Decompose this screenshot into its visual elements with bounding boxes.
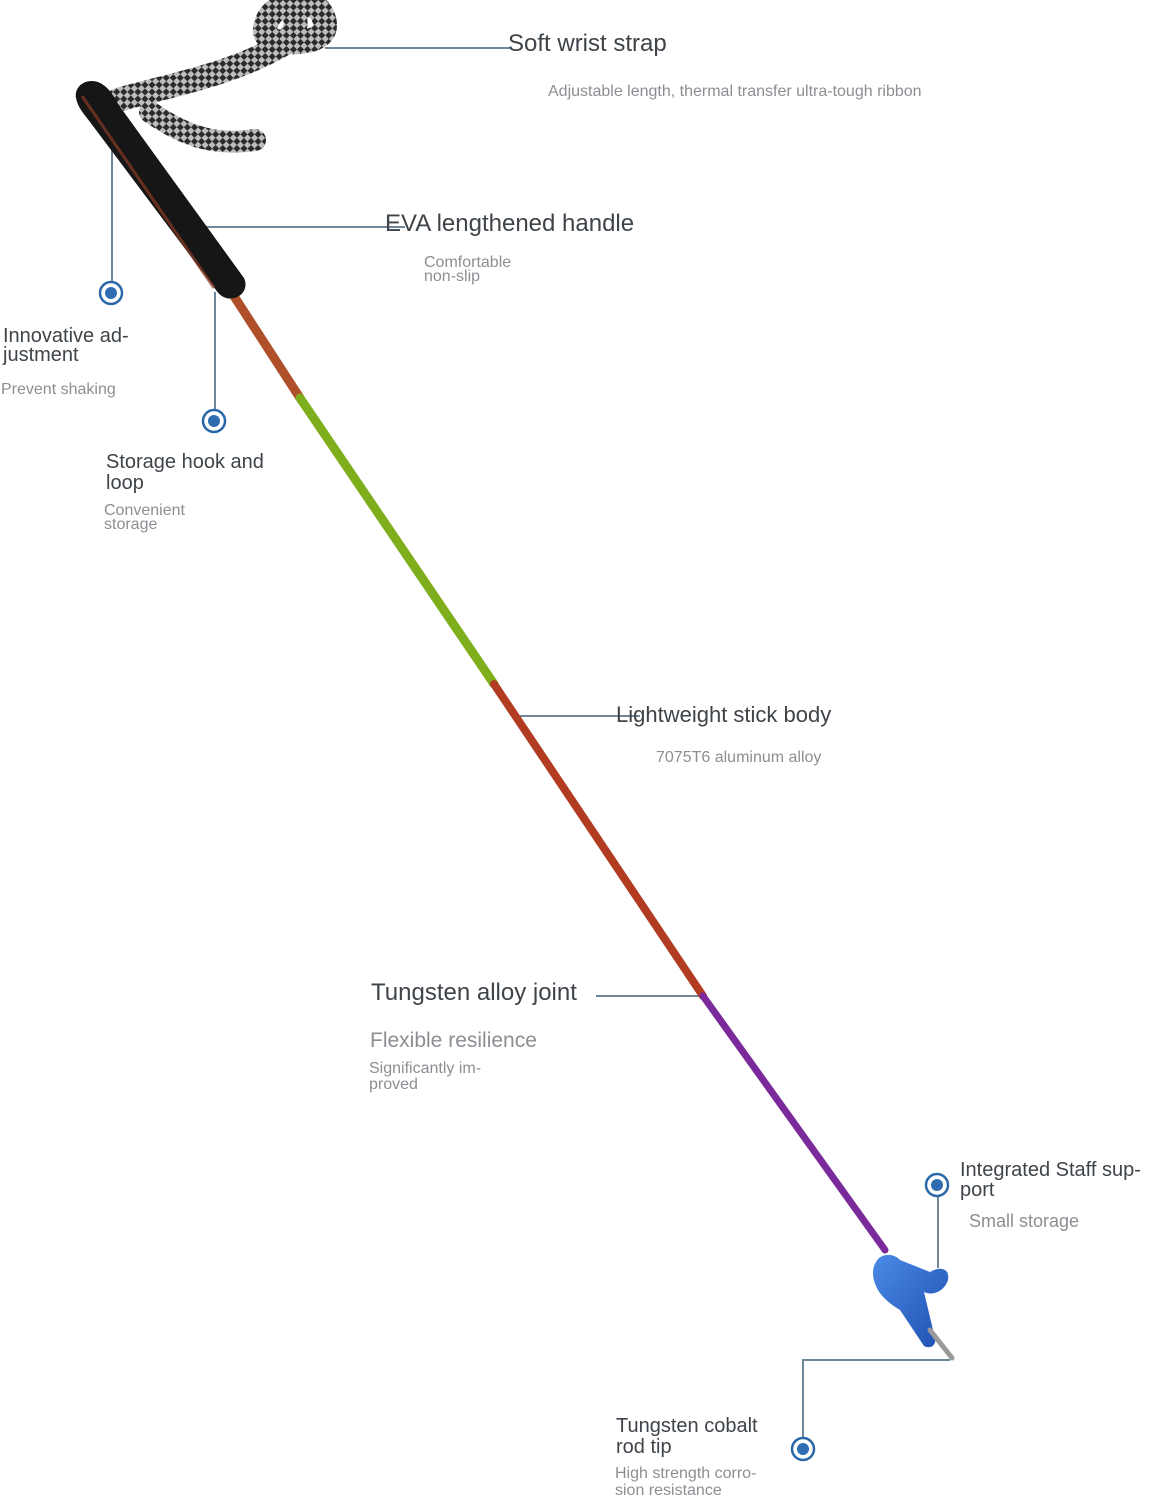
marker-staff-support [924, 1172, 950, 1198]
storage-hook-title-line2: loop [106, 472, 144, 494]
storage-hook-title-line1: Storage hook and [106, 451, 264, 473]
adjustment-title-line2: justment [3, 344, 79, 366]
wrist-strap-desc: Adjustable length, thermal transfer ultr… [548, 83, 922, 100]
stick-body-title: Lightweight stick body [616, 702, 832, 727]
storage-hook-desc-line1: Convenient [104, 502, 185, 519]
wrist-strap-title: Soft wrist strap [508, 30, 667, 57]
adjustment-title-line1: Innovative ad- [3, 325, 129, 347]
shaft-purple-segment [699, 992, 889, 1254]
pole-shaft [225, 285, 889, 1254]
stick-body-desc: 7075T6 aluminum alloy [656, 749, 822, 766]
handle-desc-line1: Comfortable [424, 254, 512, 271]
leader-lines [111, 47, 950, 1438]
marker-tip [790, 1436, 816, 1462]
storage-hook-desc-line2: storage [104, 516, 158, 533]
shaft-upper-segment [225, 285, 305, 403]
eva-handle [75, 80, 246, 299]
tip-desc-line2: sion resistance [615, 1482, 722, 1499]
joint-desc-line2: proved [369, 1076, 418, 1093]
handle-title: EVA lengthened handle [385, 210, 635, 237]
pole-tip-assembly [873, 1254, 955, 1361]
tip-title-line1: Tungsten cobalt [616, 1415, 758, 1437]
adjustment-desc: Prevent shaking [1, 381, 116, 398]
marker-storage-hook [201, 408, 227, 434]
joint-desc-line1: Significantly im- [369, 1060, 482, 1077]
tip-rod [927, 1327, 955, 1361]
staff-support-title-line2: port [960, 1179, 995, 1201]
shaft-red-segment [490, 680, 707, 1000]
joint-title: Tungsten alloy joint [371, 979, 577, 1006]
tip-desc-line1: High strength corro- [615, 1465, 757, 1482]
wrist-strap [106, 0, 337, 153]
tip-title-line2: rod tip [616, 1436, 672, 1458]
handle-desc-line2: non-slip [424, 268, 481, 285]
joint-subtitle: Flexible resilience [370, 1029, 537, 1052]
marker-adjustment [98, 280, 124, 306]
leader-tip [802, 1359, 950, 1438]
staff-support-desc: Small storage [969, 1211, 1080, 1231]
staff-support-title-line1: Integrated Staff sup- [960, 1159, 1141, 1181]
markers [98, 280, 950, 1462]
staff-support-bracket [873, 1254, 949, 1348]
shaft-green-segment [295, 393, 499, 689]
